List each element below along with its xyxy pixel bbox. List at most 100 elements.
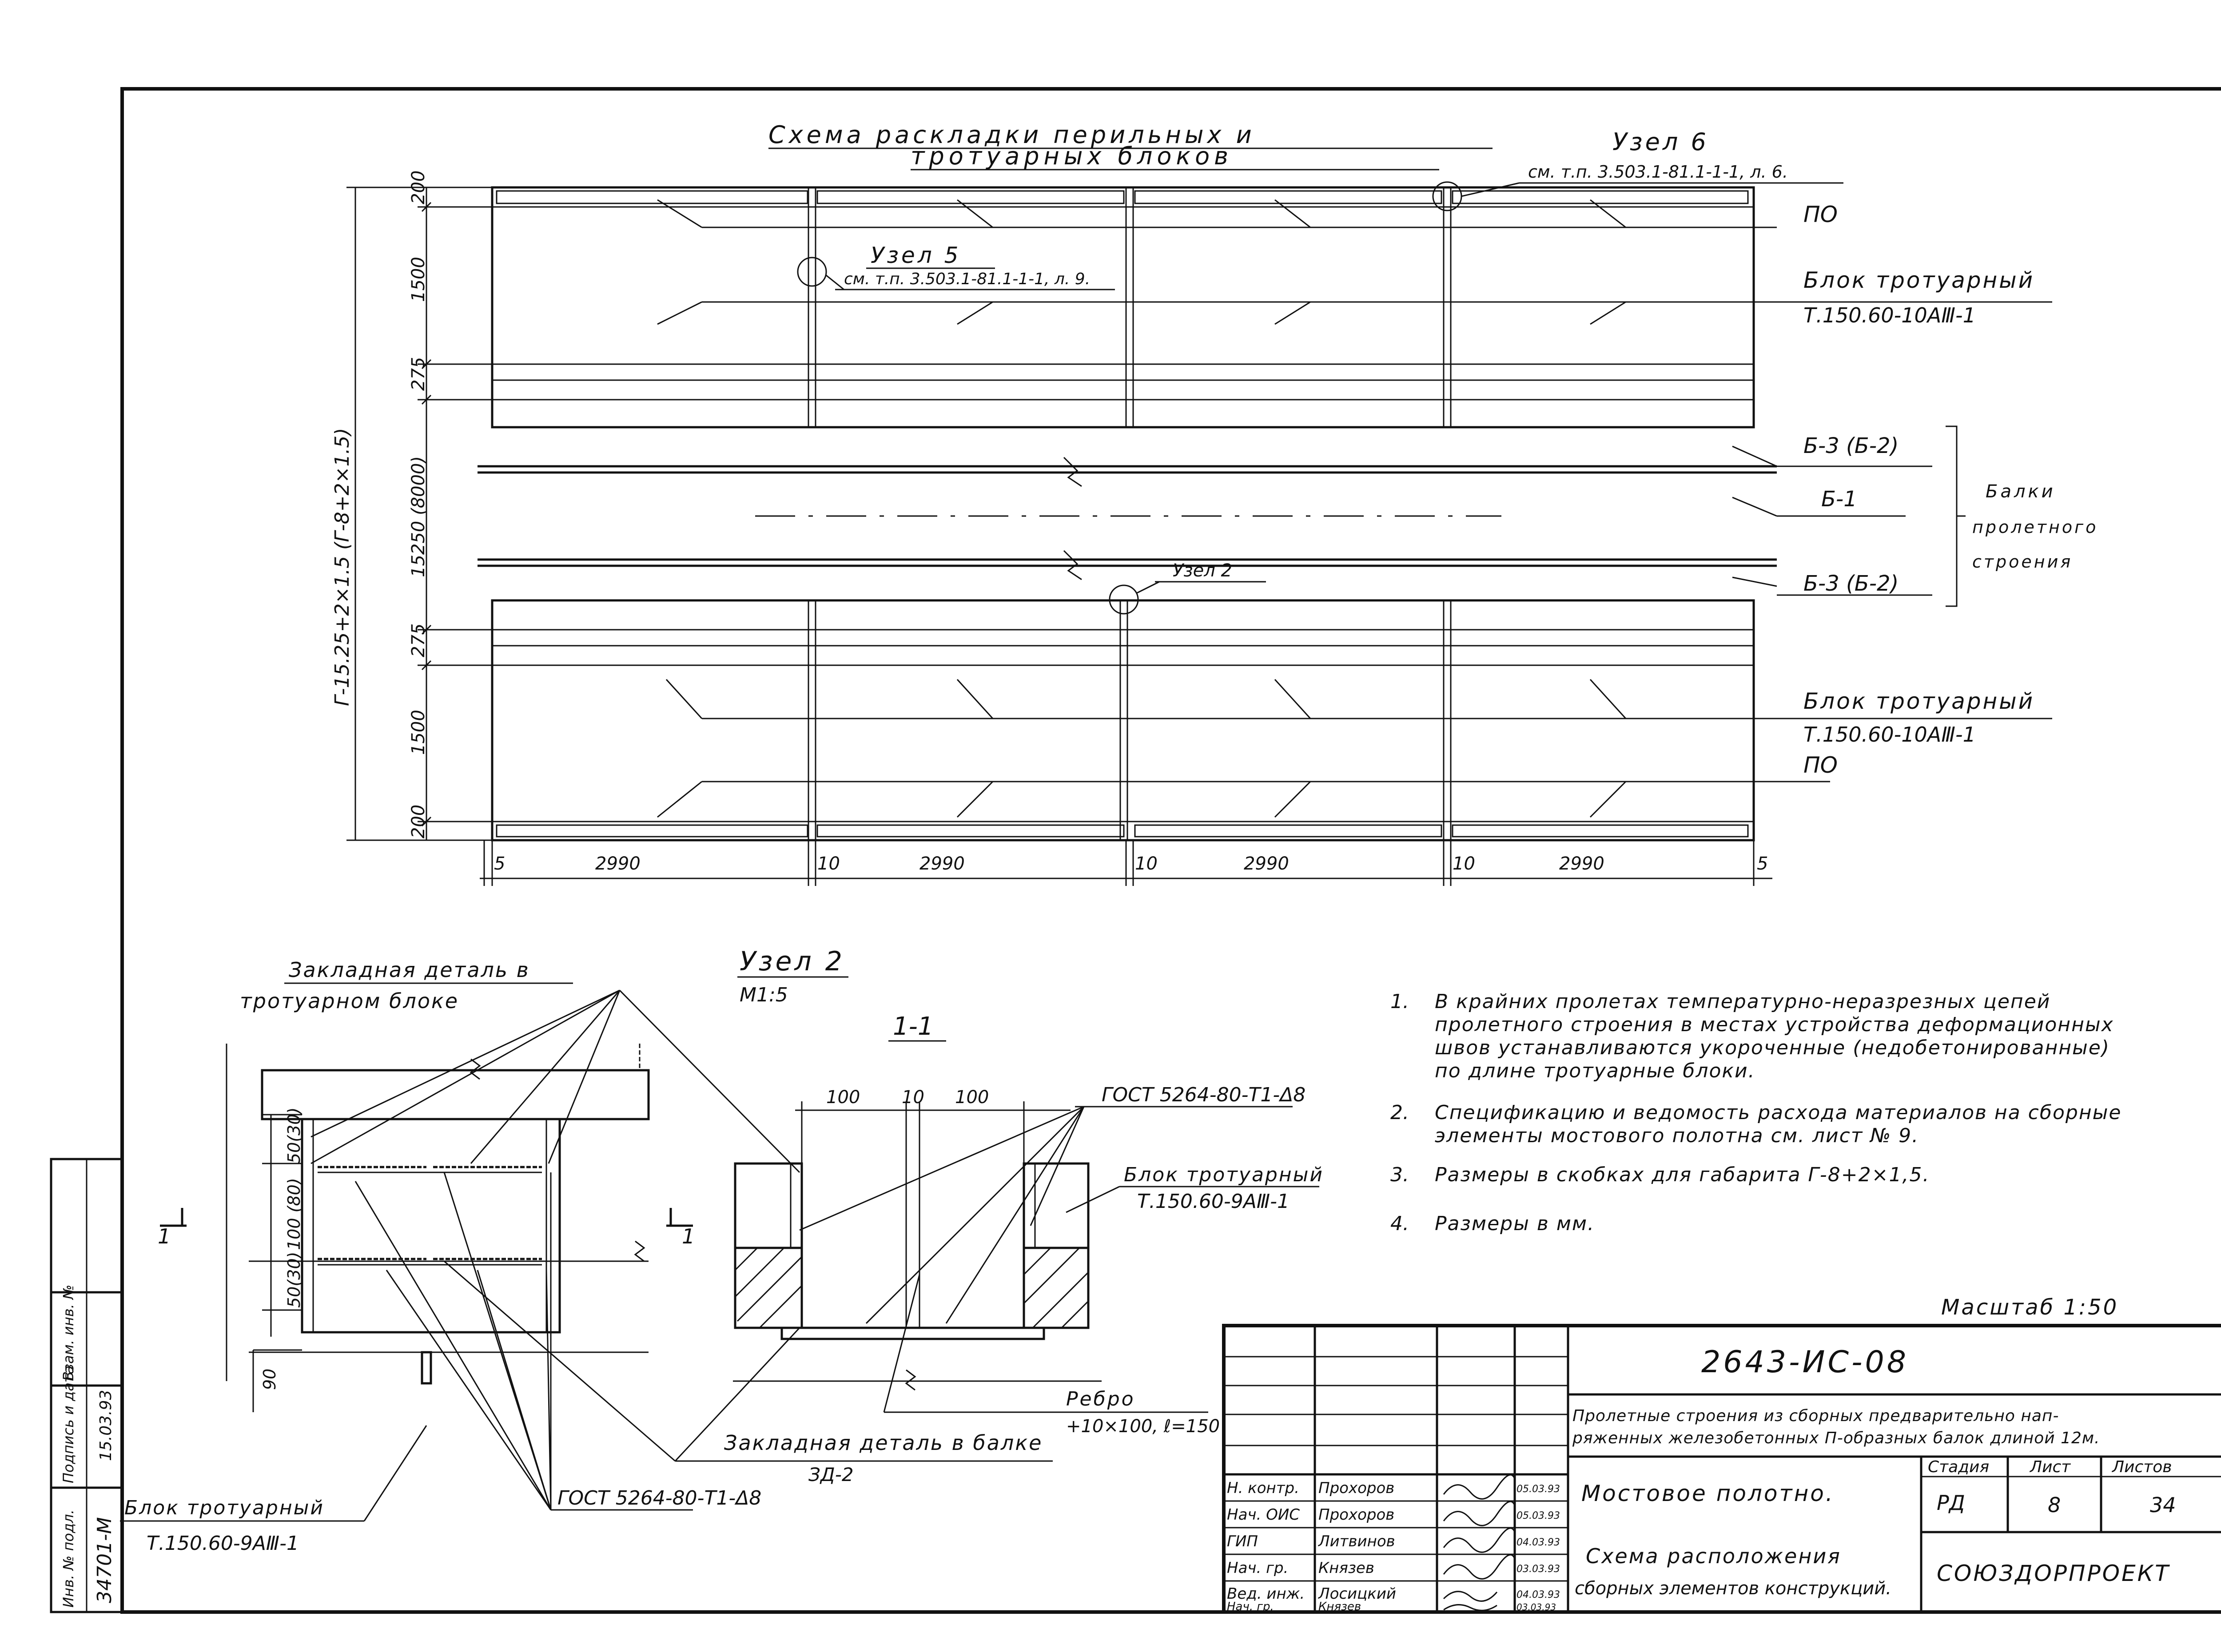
content-line1: Схема расположения	[1586, 1544, 1841, 1568]
dim-h-10-3: 10	[1453, 854, 1475, 874]
embedded-sidewalk-label2: тротуарном блоке	[240, 989, 459, 1013]
title-block: 2643-ИС-08 Пролетные строения из сборных…	[1222, 1324, 2221, 1614]
dim-detail-100: 100 (80)	[284, 1178, 304, 1250]
notes: 1. В крайних пролетах температурно-нераз…	[1390, 990, 2121, 1235]
name-1: Прохоров	[1318, 1506, 1394, 1524]
dim-overall: Г-15.25+2×1.5 (Г-8+2×1.5)	[331, 428, 354, 706]
note-1-line3: швов устанавливаются укороченные (недобе…	[1435, 1036, 2110, 1059]
stage-header: Стадия	[1928, 1458, 1989, 1476]
embedded-beam-label1: Закладная деталь в балке	[724, 1431, 1043, 1455]
note-1-num: 1.	[1390, 990, 1409, 1013]
dim-h-5-left: 5	[494, 854, 505, 874]
name-0: Прохоров	[1318, 1479, 1394, 1497]
dim-v-15250: 15250 (8000)	[408, 456, 429, 577]
sheet-title: Мостовое полотно.	[1581, 1481, 1835, 1506]
block-bottom-label1: Блок тротуарный	[1803, 688, 2034, 714]
note-1-line1: В крайних пролетах температурно-неразрез…	[1435, 990, 2050, 1013]
beams-group-label1: Балки	[1986, 481, 2056, 502]
dim-h-10-1: 10	[817, 854, 840, 874]
role-5: Нач. гр.	[1227, 1600, 1274, 1613]
beam-b3-bottom-label: Б-3 (Б-2)	[1803, 571, 1899, 596]
role-1: Нач. ОИС	[1227, 1506, 1300, 1524]
horizontal-dimensions: 5 2990 10 2990 10 2990 10 2990 5	[480, 840, 1772, 886]
side-stamp: Инв. № подл. Подпись и дата Взам. инв. №…	[50, 1158, 123, 1613]
scheme-title-line2: тротуарных блоков	[911, 142, 1233, 170]
beam-b1-label: Б-1	[1821, 487, 1857, 512]
po-top-label: ПО	[1803, 202, 1838, 227]
gost-top-label: ГОСТ 5264-80-Т1-Δ8	[1102, 1084, 1306, 1106]
section-mark-right: 1	[682, 1224, 695, 1248]
stamp-sign-value: 15.03.93	[97, 1390, 115, 1461]
sheet-frame	[120, 87, 2221, 1614]
rib-label1: Ребро	[1066, 1388, 1135, 1410]
note-3-num: 3.	[1390, 1164, 1409, 1186]
block-left-label1: Блок тротуарный	[124, 1497, 324, 1519]
project-line2: ряженных железобетонных П-образных балок…	[1572, 1429, 2100, 1447]
stamp-vzam-label: Взам. инв. №	[60, 1285, 77, 1381]
note-4-num: 4.	[1390, 1212, 1409, 1235]
po-bottom-label: ПО	[1803, 752, 1838, 778]
name-3: Князев	[1318, 1559, 1374, 1577]
node6-ref: см. т.п. 3.503.1-81.1-1-1, л. 6.	[1528, 162, 1788, 182]
name-2: Литвинов	[1317, 1533, 1395, 1550]
stamp-sign-label: Подпись и дата	[60, 1366, 77, 1483]
node2-detail-scale: М1:5	[740, 984, 788, 1006]
node2-label: Узел 2	[1173, 560, 1232, 581]
dim-h-10-2: 10	[1135, 854, 1158, 874]
sheets-value: 34	[2150, 1493, 2176, 1517]
dim-detail-90: 90	[260, 1369, 279, 1390]
note-1-line2: пролетного строения в местах устройства …	[1435, 1013, 2114, 1036]
embedded-beam-label2: ЗД-2	[808, 1464, 854, 1485]
note-2-line1: Спецификацию и ведомость расхода материа…	[1435, 1101, 2121, 1124]
date-3: 03.03.93	[1516, 1564, 1560, 1575]
rib-label2: +10×100, ℓ=150	[1066, 1416, 1220, 1437]
role-2: ГИП	[1227, 1533, 1258, 1550]
dim-sec-100-left: 100	[826, 1087, 860, 1108]
dim-h-2990-2: 2990	[919, 854, 965, 874]
stamp-inv-label: Инв. № подл.	[60, 1509, 77, 1608]
dim-v-200-top: 200	[408, 171, 429, 204]
gost-bottom-label: ГОСТ 5264-80-Т1-Δ8	[557, 1487, 761, 1509]
section-1-1: 1-1 100 10 100 ГОСТ 5264-80-Т1-Δ8	[444, 1012, 1324, 1485]
dim-v-1500-bottom: 1500	[408, 710, 429, 755]
dim-v-275-top: 275	[408, 357, 429, 391]
node5-ref: см. т.п. 3.503.1-81.1-1-1, л. 9.	[844, 270, 1090, 288]
sheet-value: 8	[2048, 1493, 2061, 1517]
block-left-label2: Т.150.60-9АⅢ-1	[147, 1532, 299, 1555]
section-title: 1-1	[893, 1012, 933, 1041]
note-1-line4: по длине тротуарные блоки.	[1435, 1060, 1755, 1082]
block-right-label1: Блок тротуарный	[1124, 1164, 1324, 1186]
vertical-dimensions: 200 1500 275 15250 (8000) 275 1500 200 Г…	[331, 171, 492, 841]
doc-code: 2643-ИС-08	[1701, 1345, 1909, 1380]
dim-v-200-bottom: 200	[408, 805, 429, 838]
scale-note: Масштаб 1:50	[1941, 1295, 2118, 1320]
block-right-label2: Т.150.60-9АⅢ-1	[1137, 1190, 1290, 1213]
date-5: 03.03.93	[1516, 1602, 1556, 1612]
dim-detail-50-bottom: 50(30)	[284, 1252, 304, 1308]
date-1: 05.03.93	[1516, 1510, 1560, 1521]
node6-title: Узел 6	[1612, 128, 1709, 156]
note-4-line1: Размеры в мм.	[1435, 1212, 1595, 1235]
section-mark-left: 1	[158, 1224, 171, 1248]
note-2-line2: элементы мостового полотна см. лист № 9.	[1435, 1124, 1919, 1147]
name-5: Князев	[1318, 1600, 1361, 1613]
dim-v-1500-top: 1500	[408, 257, 429, 302]
dim-h-5-right: 5	[1757, 854, 1768, 874]
stage-value: РД	[1937, 1491, 1965, 1515]
sheets-header: Листов	[2111, 1458, 2172, 1476]
role-4: Вед. инж.	[1227, 1585, 1305, 1603]
beams-group-label3: строения	[1972, 552, 2073, 572]
block-top-label2: Т.150.60-10АⅢ-1	[1803, 303, 1976, 327]
sheet-header: Лист	[2029, 1458, 2071, 1476]
node5-marker	[797, 257, 827, 287]
node6-marker	[1432, 181, 1462, 211]
dim-sec-100-right: 100	[955, 1087, 989, 1108]
block-top-label1: Блок тротуарный	[1803, 267, 2034, 293]
embedded-sidewalk-label1: Закладная деталь в	[289, 958, 530, 982]
dim-h-2990-3: 2990	[1244, 854, 1289, 874]
dim-detail-50-top: 50(30)	[284, 1108, 304, 1164]
date-0: 05.03.93	[1516, 1484, 1560, 1495]
role-0: Н. контр.	[1227, 1479, 1299, 1497]
date-4: 04.03.93	[1516, 1589, 1560, 1600]
